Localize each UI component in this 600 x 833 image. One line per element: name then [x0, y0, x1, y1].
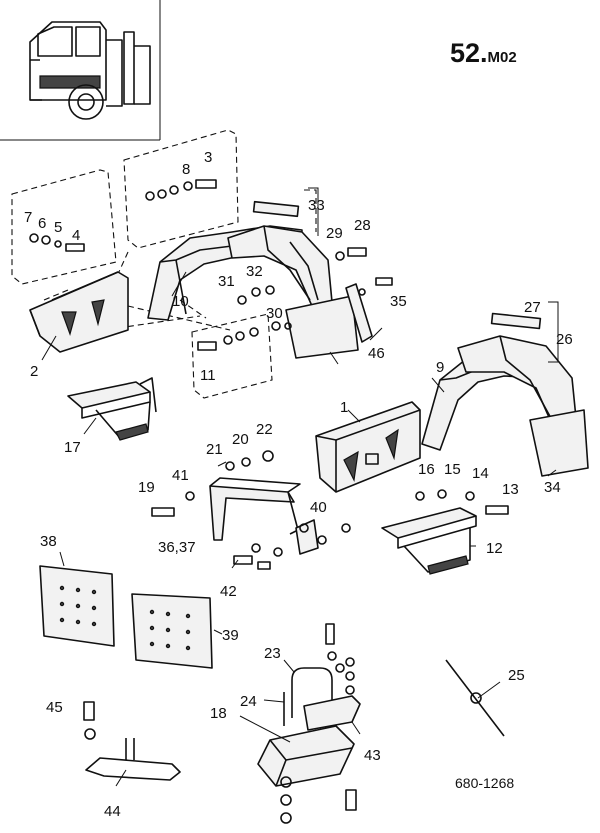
callout-label: 4	[72, 227, 80, 244]
callout-label: 22	[256, 421, 273, 438]
callout-label: 36,37	[158, 539, 196, 556]
part-46-bracket	[345, 283, 373, 343]
callout-label: 41	[172, 467, 189, 484]
callout-label: 28	[354, 217, 371, 234]
part-38-plate	[39, 565, 115, 647]
callout-label: 21	[206, 441, 223, 458]
callout-label: 32	[246, 263, 263, 280]
callout-label: 6	[38, 215, 46, 232]
callout-label: 35	[390, 293, 407, 310]
callout-label: 25	[508, 667, 525, 684]
part-23-u-bolt	[291, 667, 333, 718]
callout-label: 9	[436, 359, 444, 376]
callout-label: 39	[222, 627, 239, 644]
part-17-step-left	[67, 377, 157, 441]
callout-label: 40	[310, 499, 327, 516]
part-40-clip	[295, 519, 319, 555]
hardware	[29, 179, 509, 824]
part-18-tray	[257, 725, 355, 787]
callout-label: 43	[364, 747, 381, 764]
callout-labels: 1 2 3 4 5 6 7 8 9 10 11 12 13 14 15 16 1…	[24, 149, 573, 820]
callout-label: 3	[204, 149, 212, 166]
callout-label: 20	[232, 431, 249, 448]
part-2-step-bracket	[29, 271, 129, 353]
callout-label: 31	[218, 273, 235, 290]
truck-thumbnail	[0, 0, 161, 141]
callout-label: 27	[524, 299, 541, 316]
callout-label: 29	[326, 225, 343, 242]
callout-label: 8	[182, 161, 190, 178]
part-36-37-bracket	[209, 477, 301, 541]
callout-label: 24	[240, 693, 257, 710]
callout-label: 44	[104, 803, 121, 820]
callout-label: 16	[418, 461, 435, 478]
callout-label: 15	[444, 461, 461, 478]
callout-label: 13	[502, 481, 519, 498]
page-number: 52.M02	[450, 38, 517, 69]
callout-label: 42	[220, 583, 237, 600]
callout-label: 11	[200, 367, 216, 384]
callout-label: 18	[210, 705, 227, 722]
part-33-mudflap-frame	[227, 225, 333, 307]
callout-label: 12	[486, 540, 503, 557]
part-44-hanger-post	[125, 738, 135, 760]
callout-label: 46	[368, 345, 385, 362]
page-number-suffix: M02	[487, 49, 517, 66]
part-12-step-right	[381, 507, 477, 575]
callout-label: 7	[24, 209, 32, 226]
part-44-hanger	[85, 757, 181, 781]
callout-label: 30	[266, 305, 283, 322]
part-25-pin	[445, 659, 505, 737]
callout-label: 1	[340, 399, 348, 416]
callout-label: 14	[472, 465, 489, 482]
callout-label: 17	[64, 439, 81, 456]
callout-label: 34	[544, 479, 561, 496]
part-34-mudflap-right	[529, 409, 589, 477]
callout-label: 2	[30, 363, 38, 380]
part-27-strip-right	[490, 312, 542, 330]
part-39-plate	[131, 593, 213, 669]
page-number-main: 52.	[450, 38, 488, 68]
drawing-number: 680-1268	[455, 775, 515, 791]
callout-label: 19	[138, 479, 155, 496]
part-1-step-cover	[315, 401, 421, 493]
part-34-mudflap-left	[285, 295, 359, 359]
callout-label: 10	[172, 293, 189, 310]
callout-label: 26	[556, 331, 573, 348]
callout-label: 38	[40, 533, 57, 550]
callout-label: 33	[308, 197, 325, 214]
leader-lines	[41, 187, 559, 787]
part-27-strip-left	[252, 200, 300, 218]
callout-label: 23	[264, 645, 281, 662]
part-43-clamp	[303, 695, 361, 731]
callout-label: 45	[46, 699, 63, 716]
callout-label: 5	[54, 219, 62, 236]
